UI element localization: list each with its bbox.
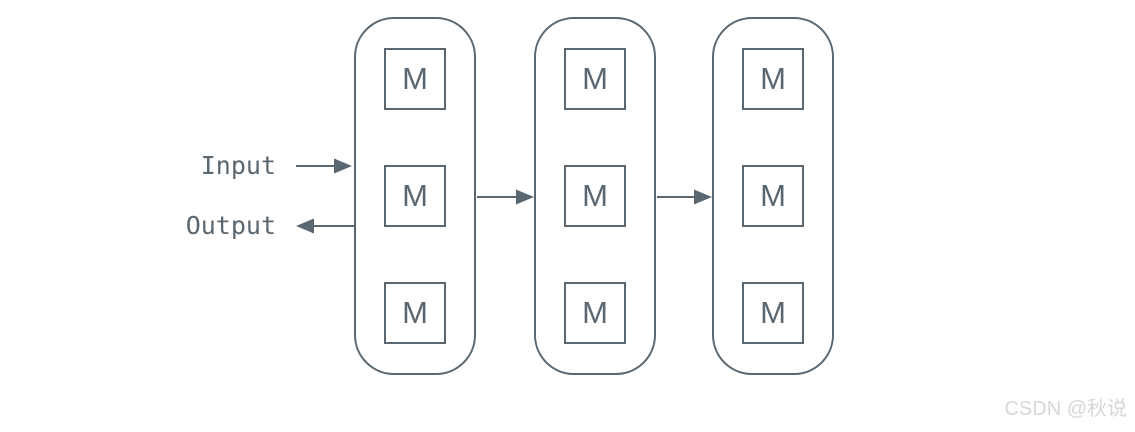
module-box: M xyxy=(564,282,626,344)
module-box: M xyxy=(742,165,804,227)
module-group-3: M M M xyxy=(712,17,834,375)
group1-to-group2-arrow-icon xyxy=(477,189,534,205)
module-box: M xyxy=(742,282,804,344)
output-arrow-icon xyxy=(296,218,354,234)
watermark: CSDN @秋说 xyxy=(1004,398,1127,420)
module-group-2: M M M xyxy=(534,17,656,375)
group2-to-group3-arrow-icon xyxy=(657,189,712,205)
module-box: M xyxy=(564,48,626,110)
output-label: Output xyxy=(185,211,276,240)
input-label: Input xyxy=(200,151,276,180)
module-box: M xyxy=(384,165,446,227)
input-arrow-icon xyxy=(296,158,352,174)
module-box: M xyxy=(384,48,446,110)
module-box: M xyxy=(384,282,446,344)
module-group-1: M M M xyxy=(354,17,476,375)
module-box: M xyxy=(564,165,626,227)
module-box: M xyxy=(742,48,804,110)
